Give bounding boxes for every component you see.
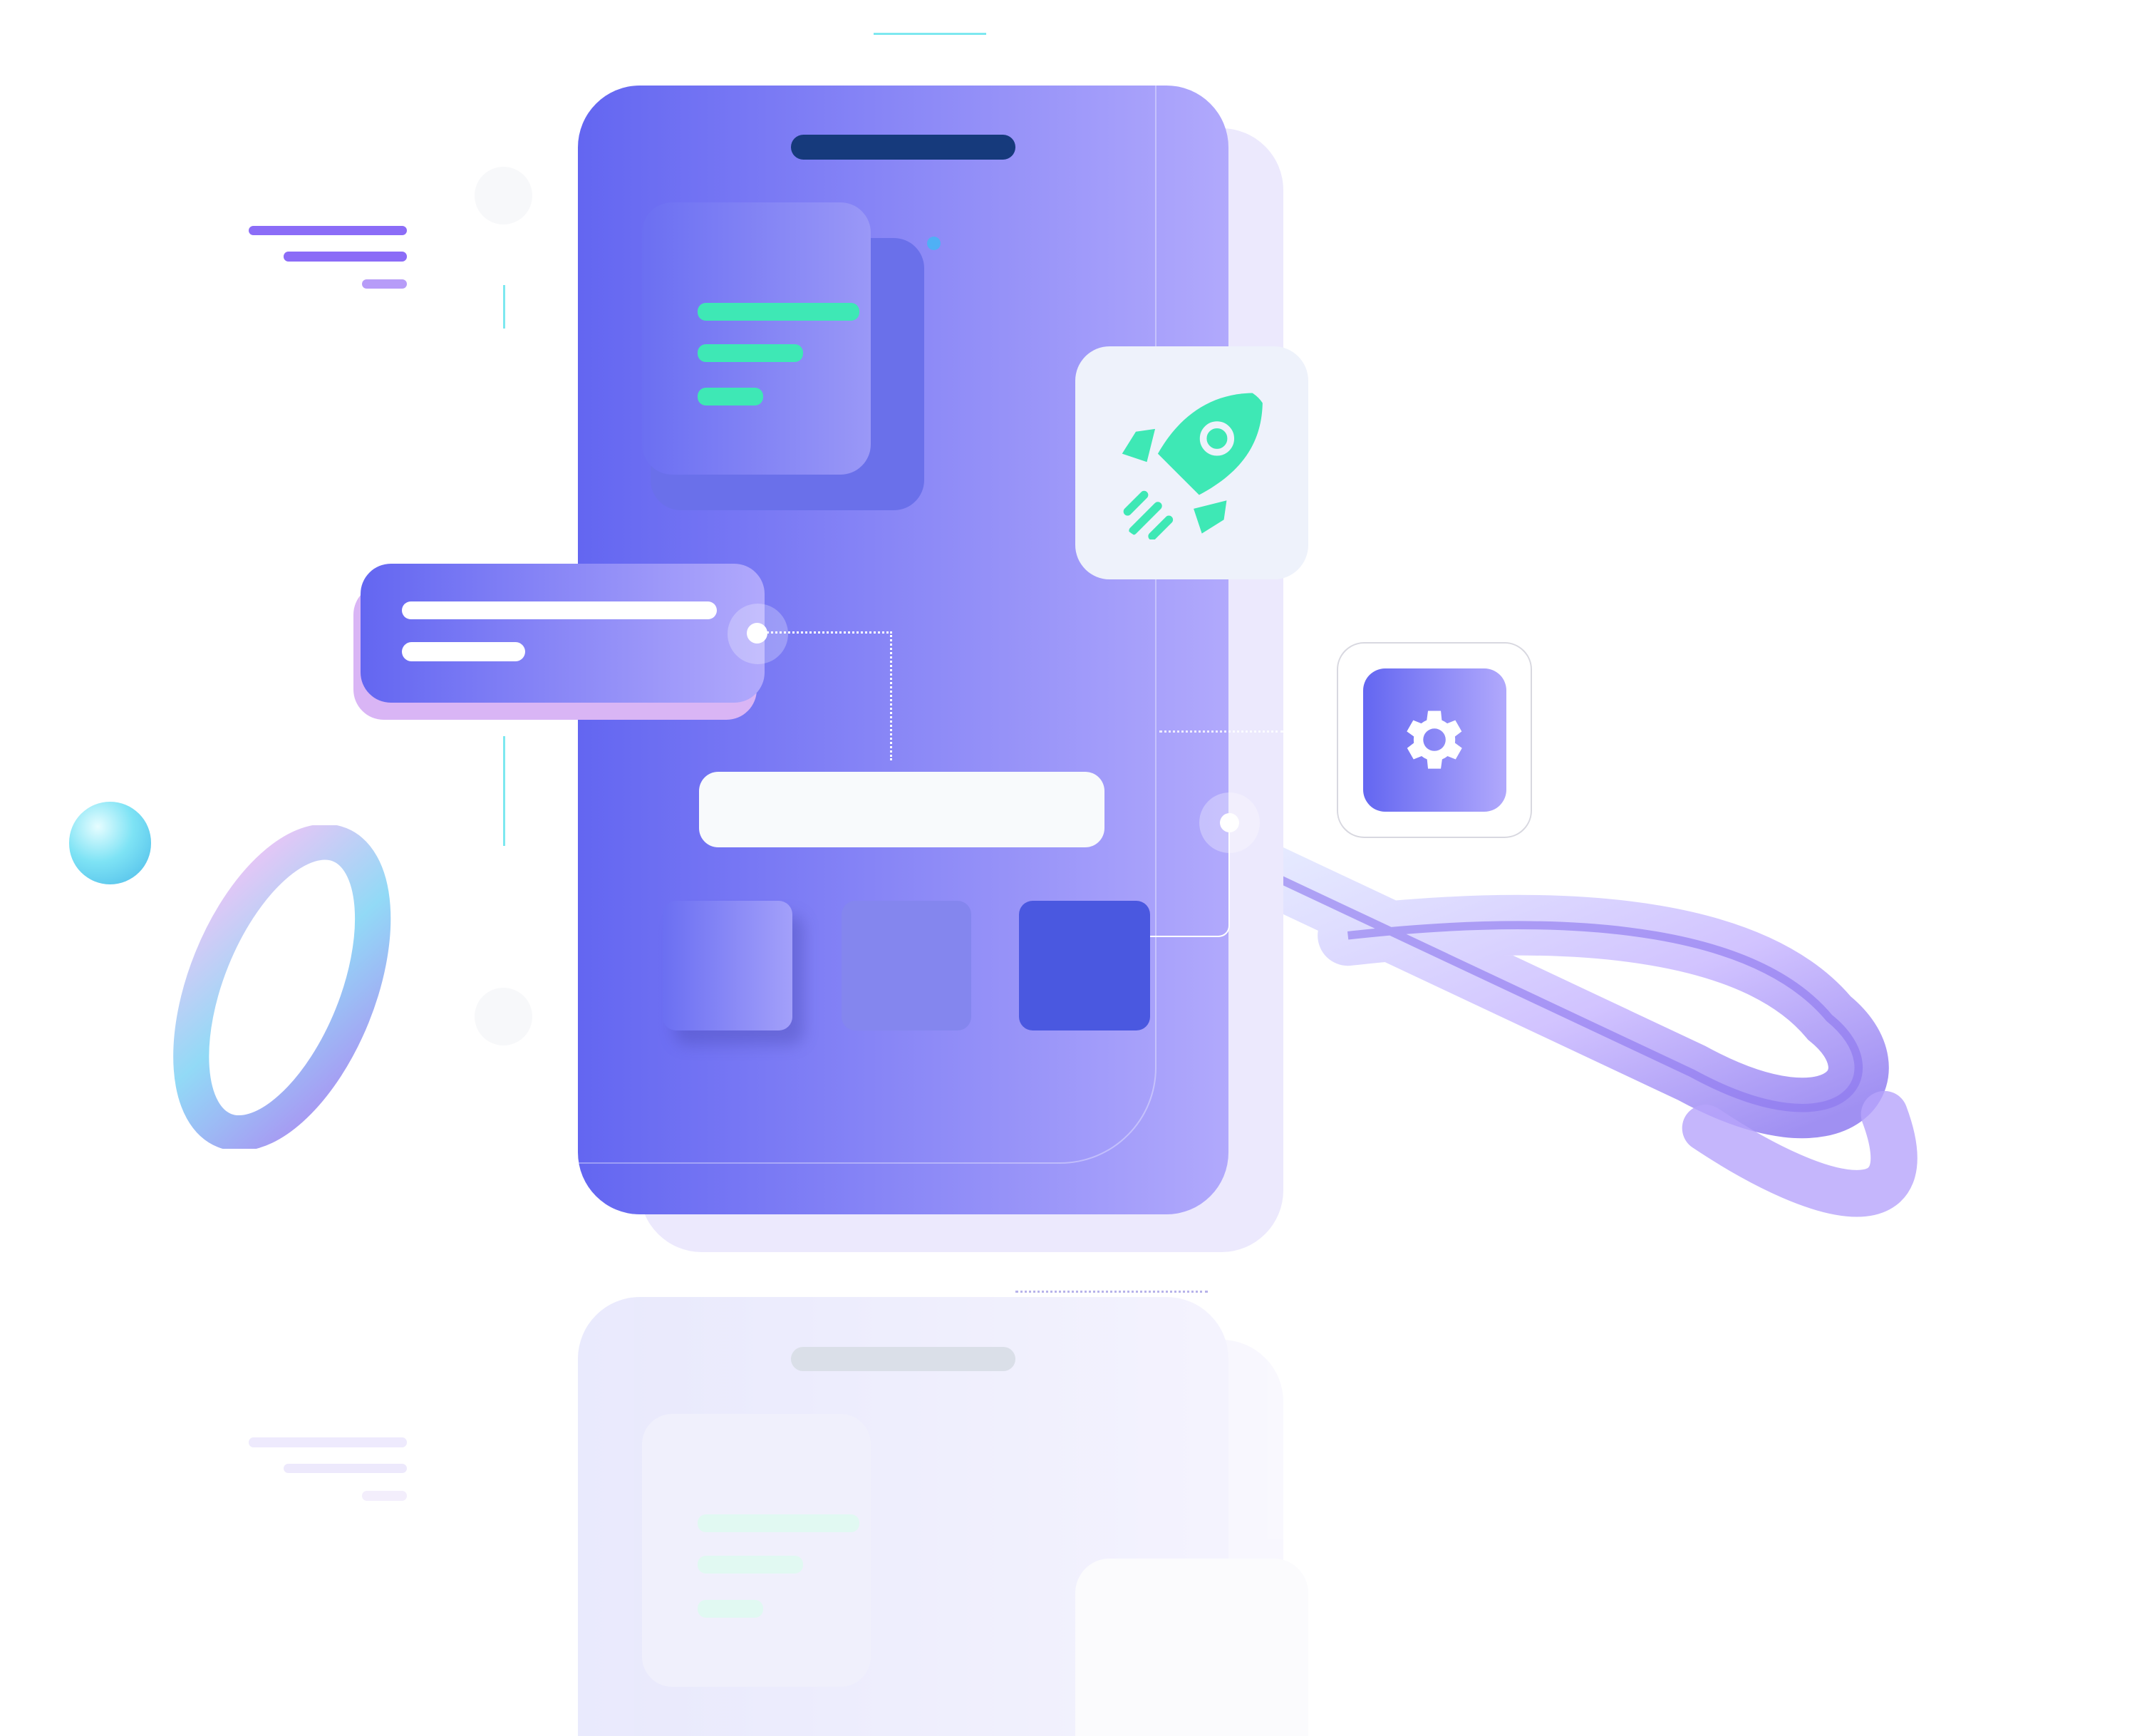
decor-line: [503, 284, 505, 329]
gear-button: [1362, 668, 1506, 812]
reflection-line: [697, 1556, 804, 1574]
reflection-line: [249, 1437, 408, 1447]
content-card: [642, 202, 871, 475]
rocket-icon: [1122, 393, 1263, 539]
text-line: [401, 642, 526, 662]
glass-loop: [1194, 822, 1918, 1217]
glass-bubble: [68, 802, 152, 885]
floating-card: [360, 564, 765, 703]
decor-circle: [474, 987, 533, 1046]
decor-line: [361, 279, 408, 289]
text-line: [401, 601, 717, 619]
connector: [1149, 822, 1230, 937]
decor-circle: [474, 166, 533, 224]
reflection: [0, 1297, 2132, 1736]
phone-notch: [790, 135, 1015, 160]
rocket-tile: [1075, 346, 1308, 579]
reflection-card: [642, 1414, 871, 1687]
gear-icon: [1407, 711, 1463, 770]
dotted-connector: [763, 631, 892, 760]
input-field: [698, 771, 1105, 848]
decor-line: [503, 735, 505, 847]
reflection-line: [697, 1599, 764, 1618]
gear-tile: [1337, 642, 1533, 838]
text-line: [697, 343, 804, 362]
reflection-line: [697, 1514, 860, 1533]
reflection-line: [283, 1463, 408, 1474]
decor-line: [283, 252, 408, 262]
glass-ring: [173, 825, 391, 1149]
decor-line: [249, 225, 408, 236]
reflection-line: [361, 1491, 408, 1501]
reflection-notch: [790, 1346, 1015, 1372]
reflection-rocket-tile: [1075, 1559, 1308, 1736]
tile: [842, 901, 971, 1030]
connector-node: [747, 623, 768, 644]
dotted-line: [1015, 1290, 1208, 1294]
text-line: [697, 388, 764, 406]
tile: [1019, 901, 1150, 1030]
decor-dot: [927, 237, 941, 251]
connector-node: [1220, 812, 1240, 832]
tile: [663, 901, 792, 1030]
dotted-connector: [1159, 730, 1283, 734]
text-line: [697, 302, 860, 321]
decor-line: [873, 33, 987, 35]
phone-inner-border: [577, 85, 1157, 1164]
